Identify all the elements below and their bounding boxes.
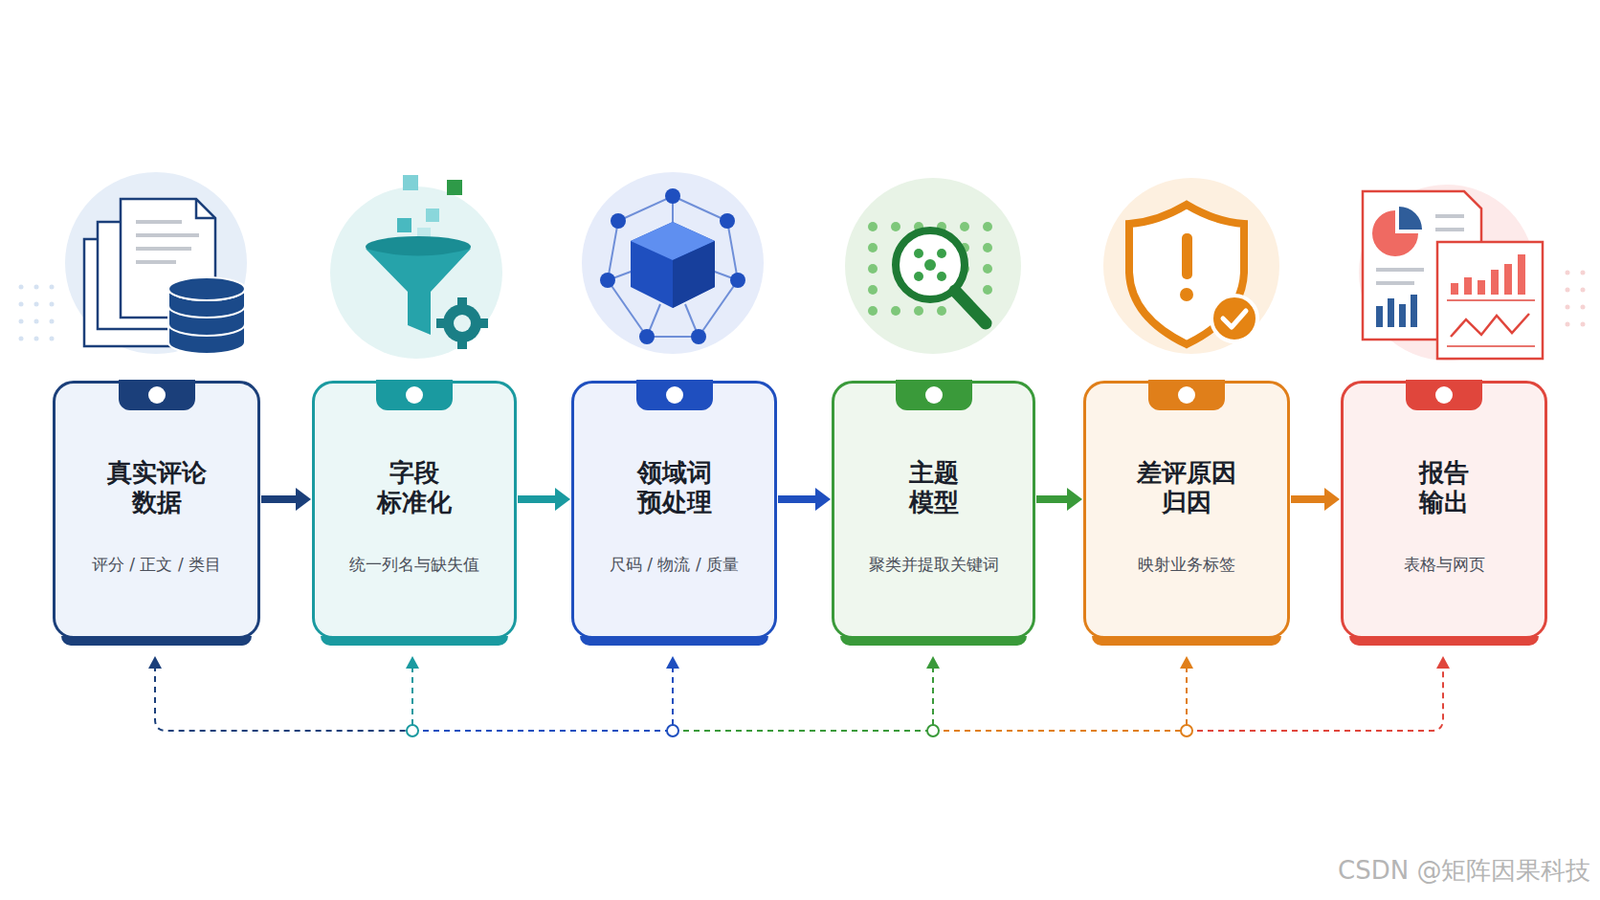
card-title: 字段 标准化 [361,458,467,518]
bus-junctions [406,725,1193,737]
feedback-bus [155,666,1444,732]
card-tab [118,379,196,411]
watermark: CSDN @矩阵因果科技 [1337,854,1591,889]
tab-dot [1435,386,1453,404]
card-title: 领域词 预处理 [622,458,727,518]
report-icon [1358,184,1543,361]
card-subtitle: 映射业务标签 [1093,554,1280,577]
data-icon [65,172,247,355]
tab-dot [1177,386,1196,404]
tab-dot [148,386,166,404]
card-tab [1405,379,1483,411]
card-tab [1148,379,1225,411]
card-body: 领域词 预处理尺码 / 物流 / 质量 [574,383,775,609]
card-tab [895,379,973,411]
card-base [579,636,769,646]
card-title: 主题 模型 [881,458,986,518]
process-card: 领域词 预处理尺码 / 物流 / 质量 [571,380,778,640]
card-base [1349,636,1539,646]
card-tab [636,379,713,411]
card-body: 真实评论 数据评分 / 正文 / 类目 [55,383,258,609]
tab-dot [405,386,423,404]
network-icon [581,172,764,355]
process-card: 报告 输出表格与网页 [1340,380,1548,640]
bus-arrowheads [148,656,1450,669]
card-tab [376,379,453,411]
process-card: 主题 模型聚类并提取关键词 [831,380,1036,640]
card-title: 真实评论 数据 [104,458,209,518]
card-base [840,636,1027,646]
card-body: 报告 输出表格与网页 [1343,383,1545,609]
card-subtitle: 聚类并提取关键词 [842,554,1025,577]
card-base [1091,636,1282,646]
flow-arrow [261,488,312,512]
flow-arrow [1290,488,1340,512]
tab-dot [925,386,943,404]
dot-grid [19,285,55,342]
card-subtitle: 评分 / 正文 / 类目 [63,554,250,577]
tab-dot [666,386,684,404]
dot-grid [1565,270,1586,328]
card-base [61,636,252,646]
card-title: 差评原因 归因 [1133,458,1239,518]
process-card: 真实评论 数据评分 / 正文 / 类目 [52,380,261,640]
card-base [320,636,509,646]
card-subtitle: 统一列名与缺失值 [322,554,507,577]
process-card: 差评原因 归因映射业务标签 [1083,380,1290,640]
process-card: 字段 标准化统一列名与缺失值 [311,380,517,640]
flow-arrow [517,488,571,512]
funnel-icon [330,175,503,359]
flow-arrow [777,488,831,512]
flow-arrow [1036,488,1083,512]
card-body: 主题 模型聚类并提取关键词 [834,383,1033,609]
card-subtitle: 表格与网页 [1351,554,1537,577]
search-icon [844,177,1022,355]
shield-icon [1103,177,1280,355]
card-subtitle: 尺码 / 物流 / 质量 [581,554,767,577]
card-title: 报告 输出 [1391,458,1496,518]
card-body: 字段 标准化统一列名与缺失值 [314,383,514,609]
card-body: 差评原因 归因映射业务标签 [1086,383,1288,609]
